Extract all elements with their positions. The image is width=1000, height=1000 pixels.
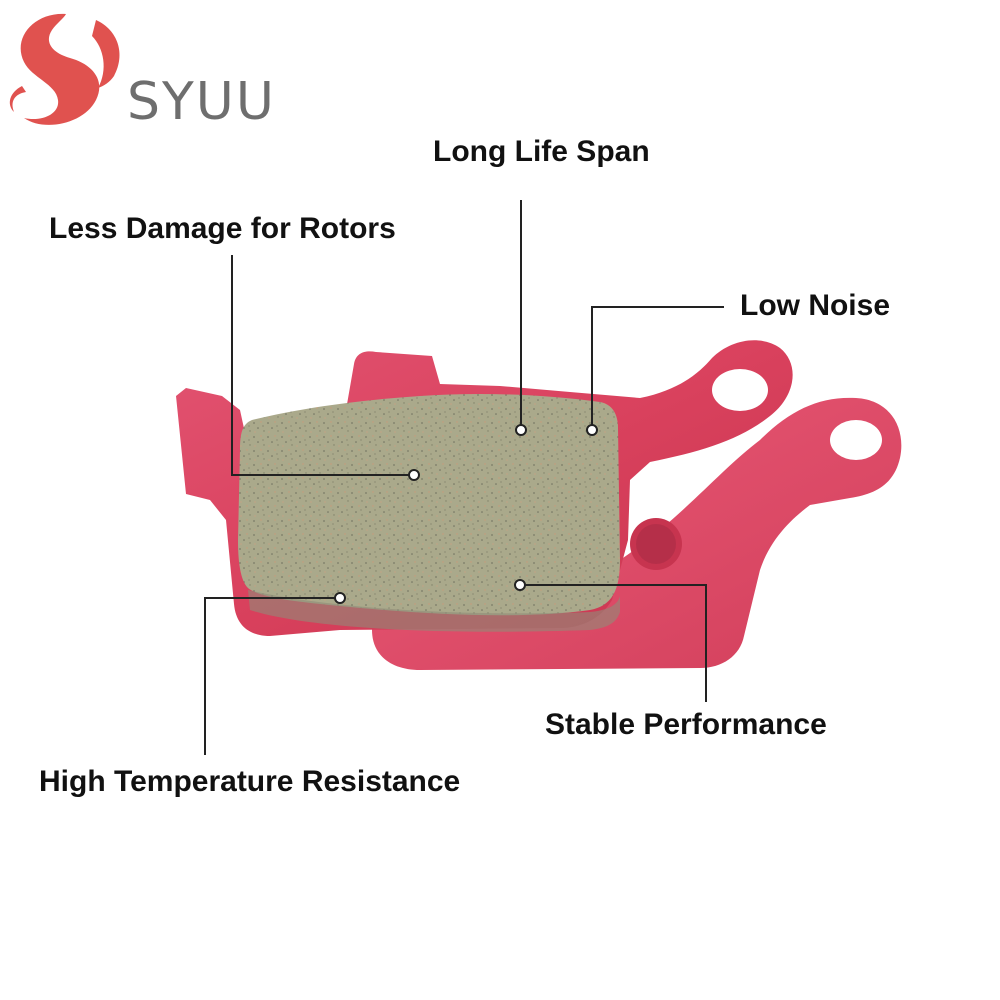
callout-leader-high-temp [204,592,346,755]
callout-label-stable: Stable Performance [545,708,827,741]
callout-label-low-noise: Low Noise [740,289,891,322]
callout-leader-stable [514,579,707,702]
brand-name: SYUU [127,72,276,132]
swirl-logo-icon [9,13,120,125]
callout-label-long-life: Long Life Span [433,135,650,168]
callout-label-less-damage: Less Damage for Rotors [49,212,396,245]
callout-leader-long-life [515,200,527,436]
callout-leader-low-noise [586,306,724,436]
callout-label-high-temp: High Temperature Resistance [39,765,461,798]
callout-leader-less-damage [231,255,420,481]
friction-pad [238,394,620,632]
